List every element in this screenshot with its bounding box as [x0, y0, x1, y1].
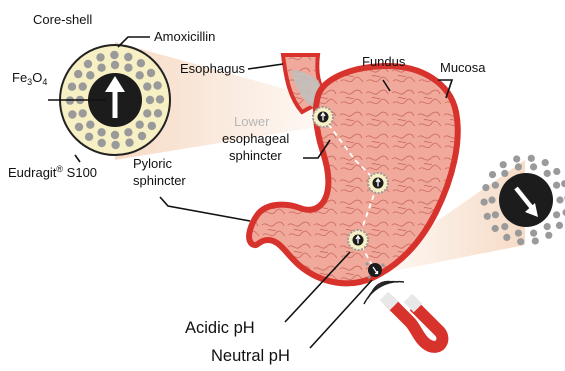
nanoparticle-dot [488, 196, 495, 203]
nanoparticle-dot [153, 81, 161, 89]
nanoparticle-dot [482, 184, 489, 191]
label-esophagus: Esophagus [180, 61, 246, 76]
nanoparticle-dot [97, 128, 105, 136]
nanoparticle-dot [489, 171, 496, 178]
nanoparticle-dot [138, 132, 146, 140]
nanoparticle-dot [148, 122, 156, 130]
nanoparticle-dot [530, 163, 537, 170]
label-esophageal: esophageal [222, 131, 289, 146]
magnet-icon [384, 296, 442, 347]
nanoparticle-dot [147, 69, 155, 77]
nanoparticle-dot [125, 138, 133, 146]
nanoparticle-dot [492, 211, 499, 218]
nanoparticle-dot [528, 155, 535, 162]
nanoparticle-dot [556, 222, 563, 229]
nanoparticle-dot [556, 196, 563, 203]
nanoparticle-dot [500, 161, 507, 168]
label-amoxicillin: Amoxicillin [154, 29, 215, 44]
nanoparticle-dot [68, 110, 76, 118]
particle-fundus [368, 173, 388, 193]
nanoparticle-dot [515, 230, 522, 237]
nanoparticle-dot [84, 60, 92, 68]
nanoparticle-dot [156, 95, 164, 103]
nanoparticle-dot [111, 131, 119, 139]
nanoparticle-dot [86, 121, 94, 129]
label-eudragit: Eudragit® S100 [8, 164, 97, 180]
nanoparticle-dot [532, 237, 539, 244]
nanoparticle-dot [544, 223, 551, 230]
nanoparticle-dot [553, 182, 560, 189]
nanoparticle-dot [96, 53, 104, 61]
label-fe3o4: Fe3O4 [12, 70, 47, 87]
nanoparticle-dot [143, 109, 151, 117]
nanoparticle-dot [481, 199, 488, 206]
nanoparticle-dot [74, 70, 82, 78]
label-core-shell: Core-shell [33, 12, 92, 27]
nanoparticle-dot [124, 63, 132, 71]
nanoparticle-dot [484, 213, 491, 220]
nanoparticle-dot [97, 63, 105, 71]
nanoparticle-dot [79, 82, 87, 90]
label-sphincter: sphincter [229, 148, 282, 163]
nanoparticle-dot [111, 141, 119, 149]
nanoparticle-dot [124, 128, 132, 136]
nanoparticle-dot [530, 230, 537, 237]
nanoparticle-dot [154, 109, 162, 117]
nanoparticle-dot [136, 121, 144, 129]
label-pyloric: Pyloric [133, 156, 173, 171]
nanoparticle-dot [544, 170, 551, 177]
nanoparticle-dot [79, 109, 87, 117]
particle-acidic [348, 230, 368, 250]
nanoparticle-dot [517, 238, 524, 245]
nanoparticle-dot [501, 223, 508, 230]
nanoparticle-dot [98, 139, 106, 147]
nanoparticle-dot [545, 232, 552, 239]
label-neutral-ph: Neutral pH [211, 347, 290, 365]
nanoparticle-dot [124, 53, 132, 61]
nanoparticle-dot [492, 225, 499, 232]
label-fundus: Fundus [362, 54, 406, 69]
nanoparticle-dot [503, 234, 510, 241]
nanoparticle-dot [553, 168, 560, 175]
nanoparticle-dot [85, 133, 93, 141]
label-mucosa: Mucosa [440, 60, 486, 75]
nanoparticle-dot [68, 83, 76, 91]
nanoparticle-dot [492, 182, 499, 189]
nanoparticle-dot [137, 59, 145, 67]
particle-esophageal [313, 107, 333, 127]
nanoparticle-dot [111, 61, 119, 69]
nanoparticle-dot [553, 211, 560, 218]
nanoparticle-dot [110, 51, 118, 59]
label-acidic-ph: Acidic pH [185, 319, 255, 337]
nanoparticle-dot [515, 163, 522, 170]
label-lower: Lower [234, 114, 270, 129]
nanoparticle-dot [501, 170, 508, 177]
nanoparticle-dot [561, 180, 565, 187]
nanoparticle-dot [75, 123, 83, 131]
nanoparticle-dot [146, 96, 154, 104]
nanoparticle-dot [513, 155, 520, 162]
nanoparticle-dot [86, 71, 94, 79]
nanoparticle-dot [136, 71, 144, 79]
nanoparticle-dot [542, 159, 549, 166]
label-pyloric-sphincter: sphincter [133, 173, 186, 188]
nanoparticle-dot [143, 82, 151, 90]
